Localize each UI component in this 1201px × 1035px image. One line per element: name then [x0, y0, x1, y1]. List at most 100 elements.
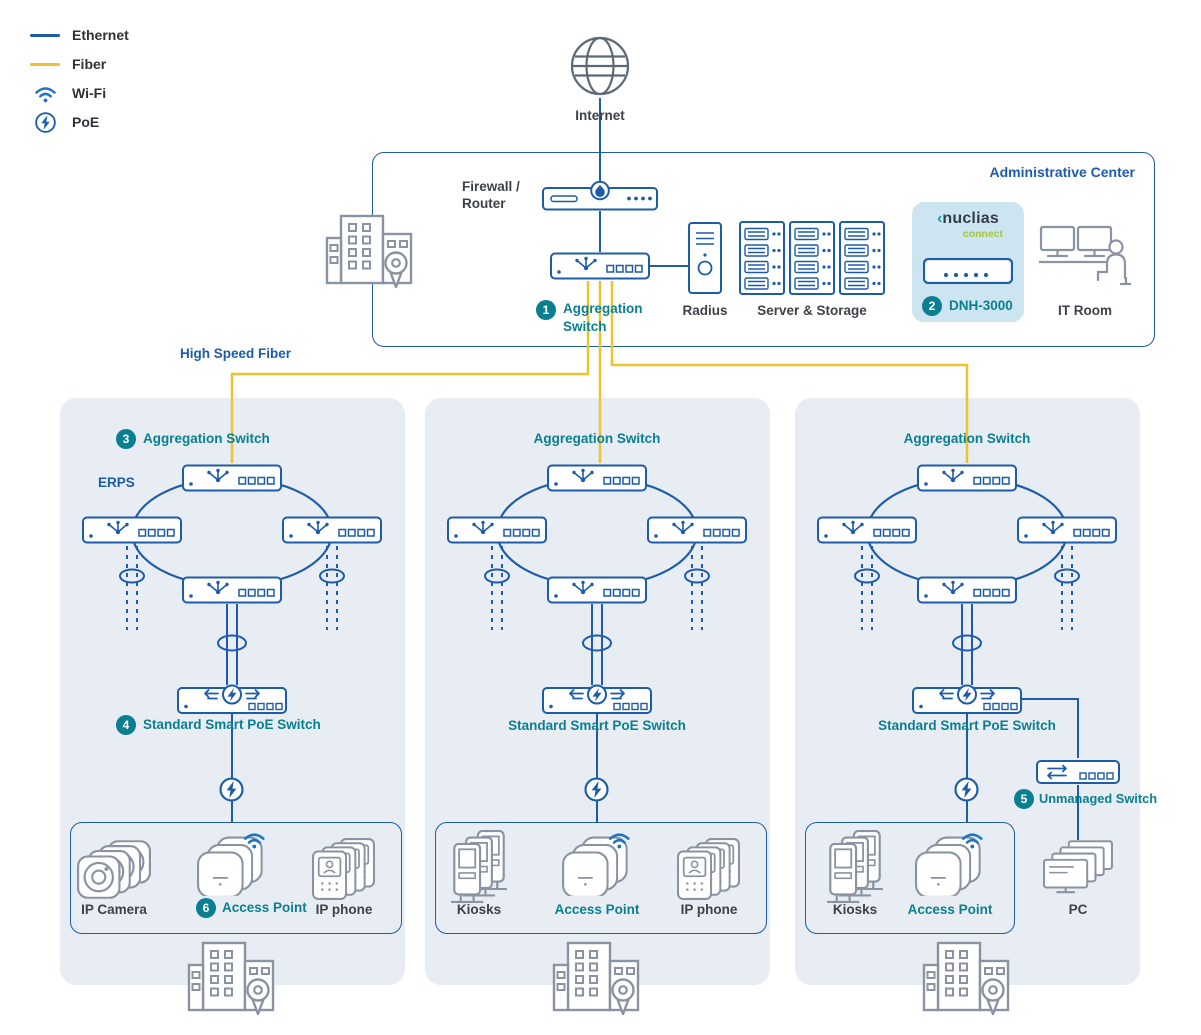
legend: Ethernet Fiber Wi-Fi PoE: [30, 24, 129, 133]
firewall-router-icon: [542, 181, 658, 211]
aggregation-switch-text-admin: Aggregation Switch: [563, 300, 643, 336]
poe-switch-label-row-p1: 4 Standard Smart PoE Switch: [116, 715, 321, 735]
internet-label: Internet: [575, 108, 625, 123]
legend-label-wifi: Wi-Fi: [72, 85, 107, 101]
poe-switch-label-p1: Standard Smart PoE Switch: [143, 717, 321, 732]
ip-camera-label: IP Camera: [81, 902, 147, 917]
firewall-label-line1: Firewall /: [462, 179, 520, 194]
access-point-label-p1: Access Point: [222, 900, 307, 915]
ring-switch-right-p3: [1017, 516, 1117, 544]
aggregation-switch-label-p2: Aggregation Switch: [533, 431, 661, 446]
ring-switch-bottom-p3: [917, 576, 1017, 604]
aggregation-switch-label-p3: Aggregation Switch: [903, 431, 1031, 446]
server-storage-label: Server & Storage: [757, 303, 867, 318]
nuclias-connect-logo: ‹nuclias connect: [922, 210, 1014, 240]
aggregation-switch-label-p1: Aggregation Switch: [143, 431, 270, 446]
unmanaged-switch-label-row: 5 Unmanaged Switch: [1014, 789, 1157, 809]
ring-switch-right-p2: [647, 516, 747, 544]
badge-4: 4: [116, 715, 136, 735]
nuclias-bracket: ‹: [937, 210, 943, 227]
internet-globe-icon: [568, 34, 632, 98]
building-icon-p1: [184, 934, 280, 1020]
badge-2: 2: [922, 296, 942, 316]
ip-phone-stack-icon-p1: [312, 838, 375, 900]
access-point-label-p3: Access Point: [907, 902, 993, 917]
nuclias-brand: nuclias: [942, 210, 999, 227]
kiosks-label-p2: Kiosks: [456, 902, 502, 917]
poe-switch-icon-p1: [177, 684, 287, 714]
poe-switch-label-p2: Standard Smart PoE Switch: [508, 718, 686, 733]
legend-label-ethernet: Ethernet: [72, 27, 129, 43]
ring-switch-left-p3: [817, 516, 917, 544]
building-icon-admin: [322, 207, 418, 293]
kiosks-label-p3: Kiosks: [832, 902, 878, 917]
legend-item-wifi: Wi-Fi: [30, 82, 129, 104]
legend-item-fiber: Fiber: [30, 53, 129, 75]
server-rack-icon-2: [789, 221, 835, 295]
access-point-label-row-p1: 6 Access Point: [196, 898, 307, 918]
aggregation-switch-icon-admin: [550, 252, 650, 280]
aggregation-switch-label-admin: 1 Aggregation Switch: [536, 300, 643, 336]
dnh-3000-label: DNH-3000: [949, 298, 1013, 313]
dnh-3000-label-row: 2 DNH-3000: [922, 296, 1013, 316]
ring-switch-bottom-p2: [547, 576, 647, 604]
kiosk-stack-icon-p2: [450, 830, 508, 903]
devices-box-p2: [435, 822, 767, 934]
erps-label: ERPS: [98, 475, 135, 490]
wifi-icon: [30, 84, 60, 103]
agg-line1: Aggregation: [563, 301, 643, 316]
poe-switch-icon-p2: [542, 684, 652, 714]
server-rack-icon-3: [839, 221, 885, 295]
poe-link-icon-p2: [583, 776, 610, 803]
firewall-router-label: Firewall / Router: [462, 178, 542, 212]
it-room-icon: [1039, 222, 1131, 294]
radius-label: Radius: [682, 303, 728, 318]
access-point-stack-icon-p2: [562, 830, 632, 896]
ring-switch-bottom-p1: [182, 576, 282, 604]
devices-box-p3: [805, 822, 1015, 934]
agg-line2: Switch: [563, 319, 607, 334]
aggregation-label-row-p1: 3 Aggregation Switch: [116, 429, 270, 449]
dnh-3000-device-icon: [923, 258, 1013, 284]
legend-label-fiber: Fiber: [72, 56, 107, 72]
access-point-stack-icon-p1: [197, 830, 267, 896]
ring-switch-left-p1: [82, 516, 182, 544]
it-room-label: IT Room: [1058, 303, 1112, 318]
legend-label-poe: PoE: [72, 114, 100, 130]
unmanaged-switch-label: Unmanaged Switch: [1039, 791, 1158, 806]
kiosk-stack-icon-p3: [826, 830, 884, 903]
ring-switch-right-p1: [282, 516, 382, 544]
ip-phone-stack-icon-p2: [677, 838, 740, 900]
ring-switch-left-p2: [447, 516, 547, 544]
poe-link-icon-p1: [218, 776, 245, 803]
server-rack-icon-1: [739, 221, 785, 295]
ring-switch-top-p3: [917, 464, 1017, 492]
devices-box-p1: [70, 822, 402, 934]
unmanaged-switch-icon: [1036, 760, 1120, 784]
poe-icon: [30, 111, 60, 134]
badge-3: 3: [116, 429, 136, 449]
poe-switch-label-p3: Standard Smart PoE Switch: [878, 718, 1056, 733]
fiber-line-icon: [30, 62, 60, 66]
badge-6: 6: [196, 898, 216, 918]
ring-switch-top-p1: [182, 464, 282, 492]
access-point-stack-icon-p3: [915, 830, 985, 896]
high-speed-fiber-label: High Speed Fiber: [180, 346, 292, 361]
admin-center-title: Administrative Center: [989, 164, 1135, 180]
firewall-label-line2: Router: [462, 196, 506, 211]
building-icon-p3: [919, 934, 1015, 1020]
nuclias-connect-sub: connect: [962, 228, 1003, 240]
badge-1: 1: [536, 300, 556, 320]
building-icon-p2: [549, 934, 645, 1020]
access-point-label-p2: Access Point: [554, 902, 640, 917]
radius-server-icon: [688, 222, 722, 294]
poe-link-icon-p3: [953, 776, 980, 803]
pc-stack-icon: [1043, 840, 1113, 898]
pc-label: PC: [1068, 902, 1088, 917]
ip-phone-label-p2: IP phone: [680, 902, 738, 917]
ip-phone-label-p1: IP phone: [315, 902, 373, 917]
ring-switch-top-p2: [547, 464, 647, 492]
poe-switch-icon-p3: [912, 684, 1022, 714]
ethernet-line-icon: [30, 33, 60, 37]
